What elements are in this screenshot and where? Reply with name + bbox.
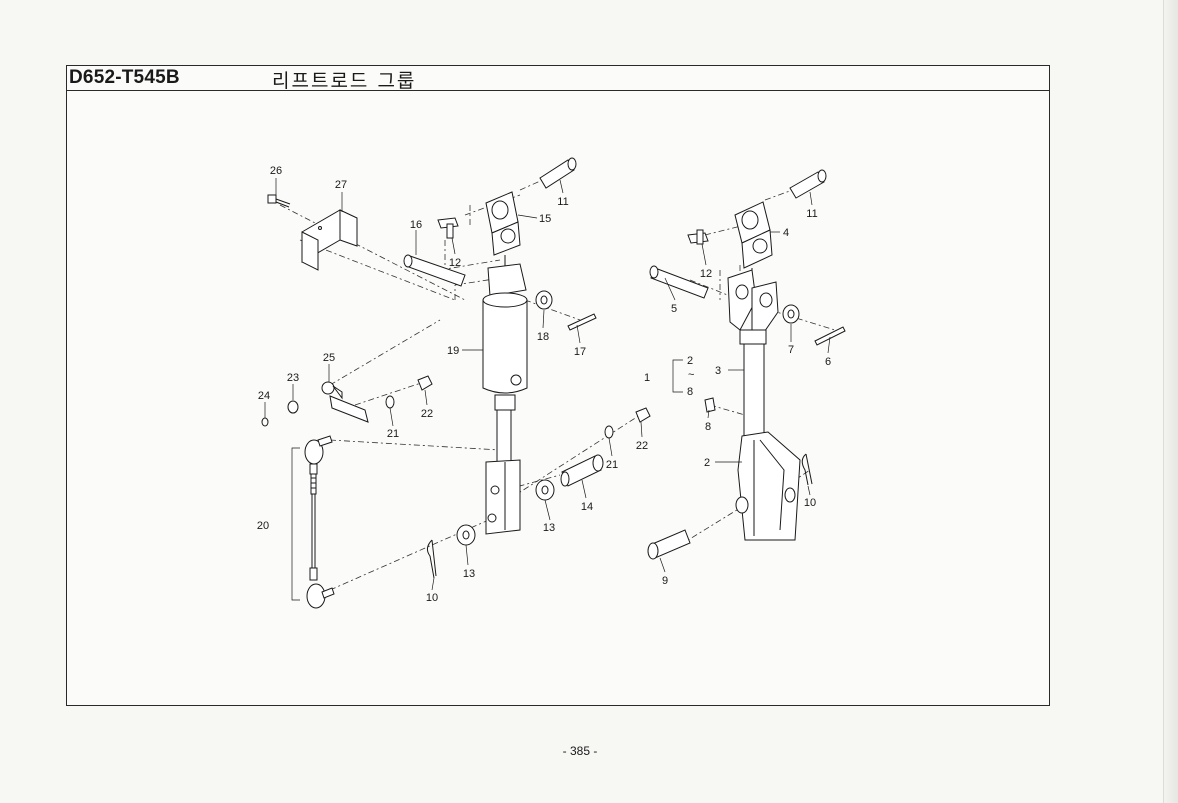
callout-16: 16	[410, 219, 422, 231]
page-number: - 385 -	[562, 744, 598, 758]
callout-9: 9	[662, 575, 668, 587]
split-pin-6	[814, 326, 846, 346]
callout-13-lower: 13	[463, 568, 475, 580]
callout-26: 26	[270, 165, 282, 177]
washer-23	[287, 400, 299, 414]
right-assembly	[647, 169, 846, 560]
frame-header: D652-T545B 리프트로드 그룹	[67, 66, 1049, 92]
callout-21-upper: 21	[387, 428, 399, 440]
callout-21-lower: 21	[606, 459, 618, 471]
callout-15: 15	[539, 213, 551, 225]
model-code: D652-T545B	[69, 67, 180, 88]
callout-27: 27	[335, 179, 347, 191]
leader-lines	[264, 178, 831, 591]
r-clip-10-right	[801, 453, 813, 486]
callout-8: 8	[705, 421, 711, 433]
washer-21-lower	[604, 425, 614, 439]
callout-7: 7	[788, 344, 794, 356]
pin-16	[403, 254, 466, 287]
clevis-4	[734, 201, 773, 280]
callout-22-lower: 22	[636, 440, 648, 452]
callout-12-right: 12	[700, 268, 712, 280]
r-clip-10-left	[426, 539, 437, 579]
pin-9	[647, 529, 691, 560]
lift-rod-20	[291, 435, 335, 609]
callout-19: 19	[447, 345, 459, 357]
pin-14	[560, 454, 604, 487]
callout-22-upper: 22	[421, 408, 433, 420]
cylinder-19	[482, 263, 528, 535]
grease-nipple-8	[704, 397, 716, 413]
callout-8-group: 8	[687, 386, 693, 398]
nut-22-lower	[635, 407, 651, 423]
washer-21-upper	[385, 395, 395, 409]
link-25	[321, 381, 369, 423]
washer-13-upper	[535, 479, 555, 501]
callout-20: 20	[257, 520, 269, 532]
callout-17: 17	[574, 346, 586, 358]
callout-24: 24	[258, 390, 270, 402]
callout-12-left: 12	[449, 257, 461, 269]
callout-range-tilde: ~	[688, 369, 694, 381]
clevis-15	[485, 191, 521, 270]
split-pin-17	[567, 313, 597, 331]
callout-14: 14	[581, 501, 593, 513]
callout-23: 23	[287, 372, 299, 384]
washer-18	[535, 290, 553, 310]
callout-10-right: 10	[804, 497, 816, 509]
callout-11-right: 11	[806, 208, 817, 220]
callout-18: 18	[537, 331, 549, 343]
bolt-26	[267, 194, 291, 208]
callout-4: 4	[783, 227, 789, 239]
callout-10-left: 10	[426, 592, 438, 604]
callout-2: 2	[704, 457, 710, 469]
clevis-2	[735, 431, 801, 541]
pin-5	[649, 265, 709, 299]
callout-5: 5	[671, 303, 677, 315]
rod-head-3	[727, 269, 779, 437]
callout-11-left: 11	[557, 196, 568, 208]
ring-24	[261, 417, 269, 427]
callout-2-group: 2	[687, 355, 693, 367]
bracket-27	[301, 209, 358, 271]
pin-11-left	[539, 157, 577, 189]
callout-13-upper: 13	[543, 522, 555, 534]
left-assembly	[261, 157, 651, 609]
pin-11-right	[789, 169, 827, 199]
clip-12-right	[687, 229, 709, 245]
clip-12-left	[437, 217, 459, 239]
callout-25: 25	[323, 352, 335, 364]
callout-3: 3	[715, 365, 721, 377]
nut-22-upper	[417, 375, 433, 391]
scan-edge	[1163, 0, 1178, 803]
callout-6: 6	[825, 356, 831, 368]
washer-7	[782, 304, 800, 324]
washer-13-lower	[456, 524, 476, 546]
callout-1: 1	[644, 372, 650, 384]
callouts: 26 27 16 12 11 15 18 17 19 25 23 24 22 2…	[257, 165, 831, 604]
group-bracket-1	[672, 359, 683, 393]
group-title: 리프트로드 그룹	[272, 70, 417, 92]
